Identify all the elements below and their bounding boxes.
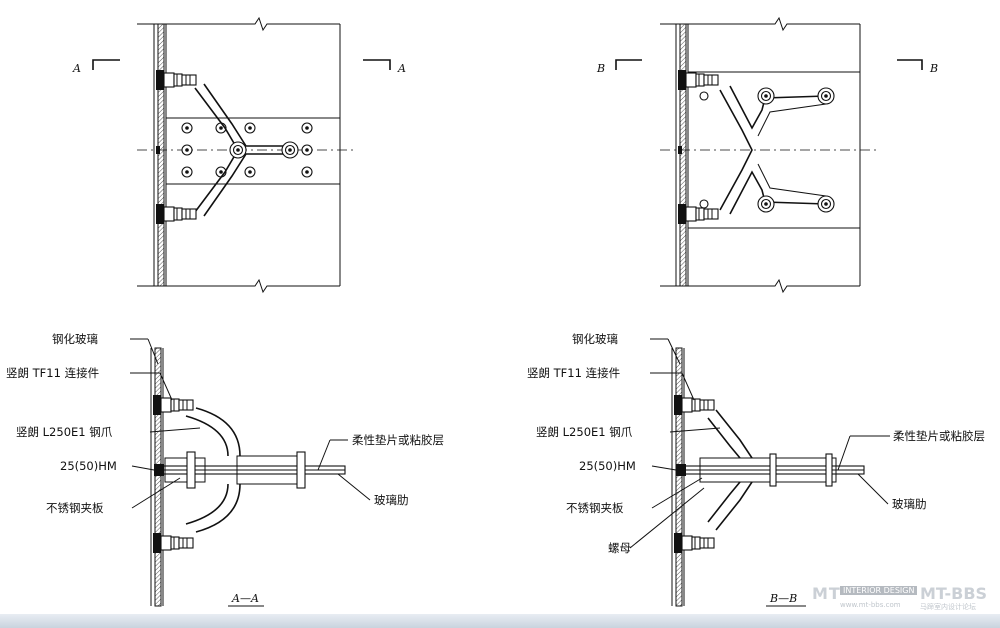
watermark-brand-right: MT-BBS [920,584,988,603]
label-connector-bb: 竖朗 TF11 连接件 [527,366,620,380]
label-connector-aa: 竖朗 TF11 连接件 [6,366,99,380]
footer-bar [0,614,1000,628]
section-title-bb: B—B [769,592,797,605]
label-glass-bb: 钢化玻璃 [572,332,618,346]
section-title-aa: A—A [231,592,259,605]
label-plate-aa: 不锈钢夹板 [46,501,104,515]
label-claw-bb: 竖朗 L250E1 钢爪 [536,425,633,439]
section-mark-a-right: A [397,62,406,75]
watermark-tagline: 马蹄室内设计论坛 [920,603,976,611]
label-claw-aa: 竖朗 L250E1 钢爪 [16,425,113,439]
section-mark-b-left: B [596,62,605,75]
section-mark-a-left: A [72,62,81,75]
label-sealant-aa: 25(50)HM [60,459,117,473]
label-fin-bb: 玻璃肋 [892,497,927,511]
label-fin-aa: 玻璃肋 [374,493,409,507]
label-sealant-bb: 25(50)HM [579,459,636,473]
section-aa: 钢化玻璃 竖朗 TF11 连接件 竖朗 L250E1 钢爪 25(50)HM 不… [6,332,444,607]
label-pad-bb: 柔性垫片或粘胶层 [893,429,985,443]
watermark-logo: MT INTERIOR DESIGN MT-BBS www.mt-bbs.com… [812,584,992,614]
watermark-badge: INTERIOR DESIGN [840,586,918,595]
watermark-url: www.mt-bbs.com [840,601,901,609]
elevation-a: A A [72,16,406,294]
elevation-b: B B [596,16,938,294]
label-plate-bb: 不锈钢夹板 [566,501,624,515]
section-mark-b-right: B [929,62,938,75]
label-nut-bb: 螺母 [608,541,631,555]
section-bb: 钢化玻璃 竖朗 TF11 连接件 竖朗 L250E1 钢爪 25(50)HM 不… [527,332,985,607]
label-pad-aa: 柔性垫片或粘胶层 [352,433,444,447]
watermark-brand-left: MT [812,584,841,603]
label-glass-aa: 钢化玻璃 [52,332,98,346]
